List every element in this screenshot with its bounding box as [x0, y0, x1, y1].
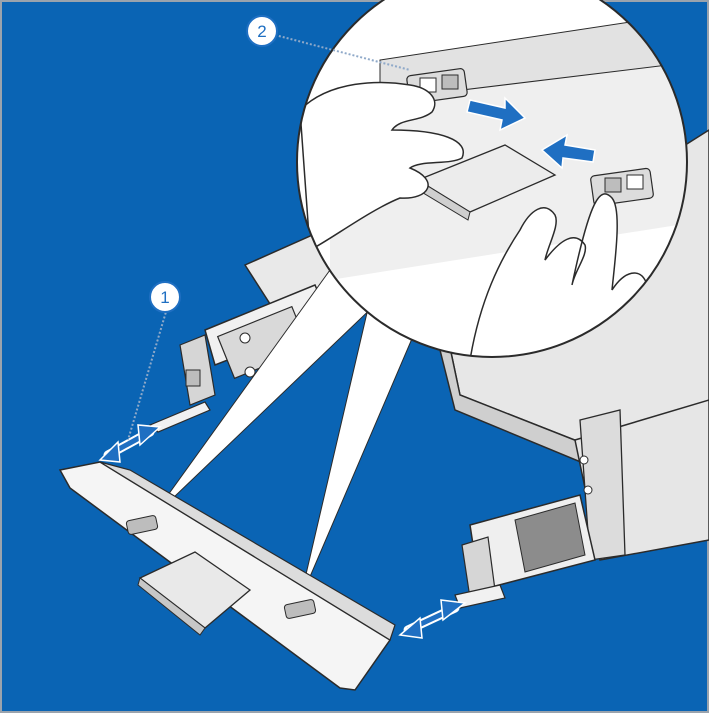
callout-1-label: 1: [160, 288, 169, 307]
callout-2: 2: [247, 16, 277, 46]
callout-1: 1: [150, 282, 180, 312]
callout-2-label: 2: [257, 22, 266, 41]
